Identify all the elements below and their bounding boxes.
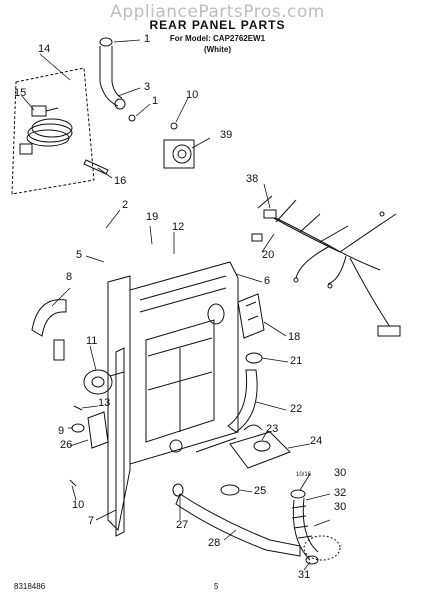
callout-32: 32 xyxy=(334,487,347,499)
label-small: 10/16 xyxy=(296,472,312,478)
clip-icon xyxy=(83,159,109,175)
model-line: For Model: CAP2762EW1 xyxy=(169,34,266,43)
bracket-icon xyxy=(87,411,109,449)
callout-31: 31 xyxy=(298,569,311,581)
leader-lines xyxy=(21,39,331,571)
callout-7: 7 xyxy=(88,515,95,527)
callout-22: 22 xyxy=(290,403,303,415)
callout-24: 24 xyxy=(310,435,323,447)
fill-hose-icon xyxy=(99,37,136,122)
screw-icon xyxy=(73,405,83,411)
mount-bracket-icon xyxy=(237,293,265,339)
watermark: AppliancePartsPros.com xyxy=(110,2,325,22)
filter-icon xyxy=(220,484,240,496)
callout-6: 6 xyxy=(264,275,271,287)
diagram-subtitle: For Model: CAP2762EW1 (White) xyxy=(0,33,435,55)
callout-14: 14 xyxy=(38,43,51,55)
callout-25: 25 xyxy=(254,485,267,497)
callout-26: 26 xyxy=(60,439,73,451)
callout-1b: 1 xyxy=(152,95,159,107)
callout-16: 16 xyxy=(114,175,127,187)
callout-23: 23 xyxy=(266,423,279,435)
callout-30: 30 xyxy=(334,467,347,479)
callout-28: 28 xyxy=(208,537,221,549)
hose-segment-icon xyxy=(53,339,65,361)
callout-20: 20 xyxy=(262,249,275,261)
diagram-code: 8318486 xyxy=(14,582,46,591)
tube-icon xyxy=(227,369,258,433)
callout-12: 12 xyxy=(172,221,185,233)
side-rail-icon xyxy=(115,347,125,537)
corrugated-hose-icon xyxy=(290,489,341,565)
callout-13: 13 xyxy=(98,397,111,409)
callout-2: 2 xyxy=(122,199,129,211)
clamp-icon xyxy=(71,423,85,433)
callout-1: 1 xyxy=(144,33,151,45)
callout-19: 19 xyxy=(146,211,159,223)
power-cord-icon xyxy=(19,105,73,155)
callout-9: 9 xyxy=(58,425,65,437)
callout-21: 21 xyxy=(290,355,303,367)
callout-15: 15 xyxy=(14,87,27,99)
inlet-valve-icon xyxy=(163,139,195,169)
hose-clamp-lower-icon xyxy=(172,483,184,497)
page-number: 5 xyxy=(214,582,219,591)
callout-38: 38 xyxy=(246,173,259,185)
callout-18: 18 xyxy=(288,331,301,343)
diagram-title: REAR PANEL PARTS xyxy=(149,18,286,32)
fitting-icon xyxy=(170,122,178,130)
drain-hose-icon xyxy=(31,299,67,337)
pump-assembly-icon xyxy=(229,424,291,469)
callout-30b: 30 xyxy=(334,501,347,513)
callout-39: 39 xyxy=(220,129,233,141)
screw-icon-lower xyxy=(69,479,77,487)
wiring-harness-icon xyxy=(251,195,401,337)
hose-clamp-icon xyxy=(245,352,263,364)
callout-27: 27 xyxy=(176,519,189,531)
long-hose-icon xyxy=(175,493,301,557)
color-line: (White) xyxy=(203,45,232,54)
callout-10b: 10 xyxy=(72,499,85,511)
callout-11: 11 xyxy=(86,335,98,347)
callout-3: 3 xyxy=(144,81,151,93)
callout-8: 8 xyxy=(66,271,73,283)
pump-icon xyxy=(83,369,125,395)
rear-panel-icon xyxy=(107,261,239,532)
callout-10: 10 xyxy=(186,89,199,101)
callout-5: 5 xyxy=(76,249,83,261)
